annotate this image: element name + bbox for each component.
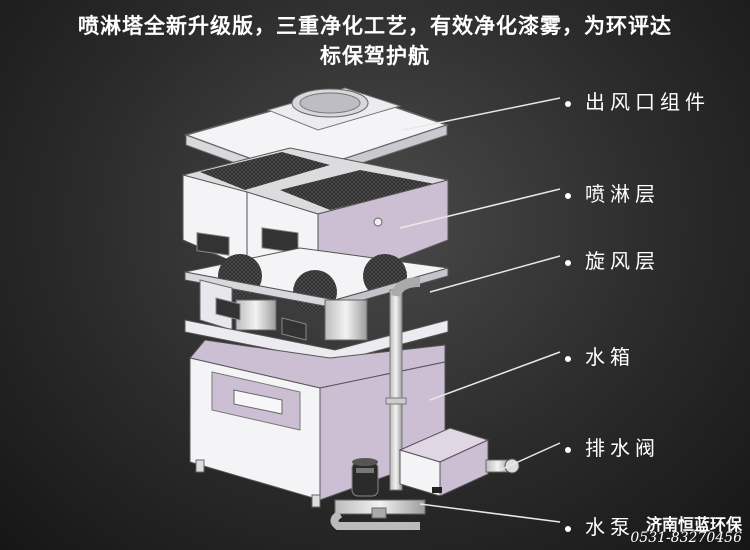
label-pump-text: 水泵 xyxy=(585,515,635,539)
label-cyclone-text: 旋风层 xyxy=(585,249,660,273)
title-line-1: 喷淋塔全新升级版，三重净化工艺，有效净化漆雾，为环评达 xyxy=(78,14,672,38)
cyclone-layer xyxy=(184,247,449,363)
label-tank: 水箱 xyxy=(565,341,635,370)
outlet-assembly xyxy=(183,87,450,186)
riser-pipe xyxy=(385,277,421,491)
bullet-icon xyxy=(565,446,571,453)
label-cyclone: 旋风层 xyxy=(565,245,660,274)
label-outlet-text: 出风口组件 xyxy=(585,90,710,114)
bullet-icon xyxy=(565,525,571,532)
label-pump: 水泵 xyxy=(565,511,635,540)
water-tank xyxy=(189,339,446,508)
pump xyxy=(330,458,426,530)
label-spray-text: 喷淋层 xyxy=(585,182,660,206)
bullet-icon xyxy=(565,259,571,266)
brand-phone: 0531-83270456 xyxy=(630,530,742,546)
title-line-2: 标保驾护航 xyxy=(320,44,430,68)
leader-lines xyxy=(399,97,561,523)
bullet-icon xyxy=(565,100,571,107)
bullet-icon xyxy=(565,355,571,362)
bullet-icon xyxy=(565,192,571,199)
label-tank-text: 水箱 xyxy=(585,345,635,369)
label-outlet: 出风口组件 xyxy=(565,86,710,115)
drain-box xyxy=(398,427,520,497)
brand-name: 济南恒蓝环保 xyxy=(645,515,742,534)
label-spray: 喷淋层 xyxy=(565,178,660,207)
label-drain-valve: 排水阀 xyxy=(565,432,660,461)
label-drain-valve-text: 排水阀 xyxy=(585,436,660,460)
